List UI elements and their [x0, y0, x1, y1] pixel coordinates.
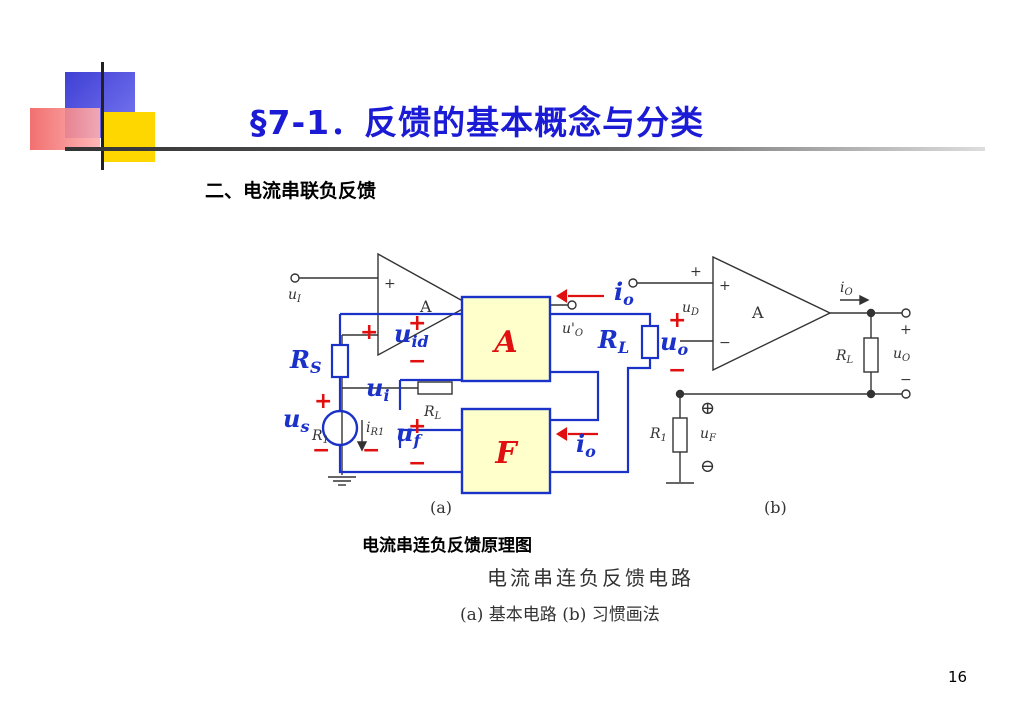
block-a [460, 295, 552, 383]
scan-a-input-terminal [290, 273, 300, 283]
voltage-source [321, 409, 359, 447]
rs-resistor [330, 343, 350, 379]
io-arrows [555, 289, 604, 441]
wire-rl-bottom [550, 358, 652, 474]
scan-a-ir1: iR1 [366, 420, 384, 438]
scan-a-rl: RL [423, 404, 442, 422]
io-top-arrowhead [555, 289, 568, 303]
scan-a-opamp-label: A [419, 297, 432, 316]
block-a-label: A [491, 325, 517, 360]
scan-b-opamp-label: A [751, 303, 764, 322]
minus-source: − [362, 438, 380, 463]
scan-b-out-terminal-top [901, 308, 911, 318]
scan-a-r1: R1 [311, 428, 329, 446]
io-bottom-arrowhead [555, 427, 568, 441]
scan-b-schematic [628, 255, 911, 484]
section-subtitle: 二、电流串联负反馈 [205, 180, 377, 202]
page-title: §7-1．反馈的基本概念与分类 [250, 103, 705, 142]
minus-ui: − [312, 438, 330, 463]
title-underline [65, 147, 985, 151]
scan-b-uo: uO [893, 346, 910, 364]
label-io-bottom: io [576, 429, 596, 461]
scan-b-out-terminal-bottom [901, 389, 911, 399]
scan-a-schematic [290, 252, 577, 486]
minus-uo: − [668, 358, 686, 383]
overlay-labels: uid ui uf us RS RL uo io io [283, 277, 688, 461]
scan-b-r1: R1 [649, 426, 667, 444]
scan-b-plus-terminal [628, 278, 638, 288]
plus-uo: + [668, 308, 686, 333]
scan-b-plus-out: + [900, 322, 912, 338]
scan-b-io-arrowhead [859, 294, 870, 306]
scan-b-plus-inside: + [719, 278, 731, 294]
scan-b-rl-resistor [863, 337, 879, 373]
scan-a-ir1-arrowhead [356, 441, 368, 452]
scan-b-minus-out: − [900, 372, 912, 388]
overlay-wires [338, 312, 652, 474]
scan-b-opamp [712, 255, 832, 372]
scan-b-io: iO [840, 280, 853, 298]
scan-b-minus-circle: ⊖ [700, 456, 715, 477]
scan-a-ui: uI [288, 287, 302, 305]
scan-b-labels: + + − A uD iO RL + uO − R1 uF ⊕ ⊖ [649, 264, 912, 477]
scan-b-caption: (b) [764, 498, 787, 517]
scan-a-output-terminal [567, 300, 577, 310]
scan-a-opamp [377, 252, 472, 357]
decor-yellow-square [103, 112, 155, 162]
label-rs: RS [289, 345, 322, 377]
page-number: 16 [948, 668, 968, 686]
plus-ui: + [314, 389, 332, 414]
scan-b-plus-input: + [690, 264, 702, 280]
polarity-signs: + + − + − + − − + − [312, 308, 686, 476]
diagram-caption: 电流串连负反馈原理图 [362, 536, 532, 556]
minus-uid: − [408, 349, 426, 374]
scan-a-uo-prime: u'O [562, 321, 583, 339]
scan-b-rl: RL [835, 348, 854, 366]
scan-b-uf: uF [700, 426, 717, 444]
scan-caption-subtitle: (a) 基本电路 (b) 习惯画法 [460, 605, 660, 625]
scan-a-rl-resistor [417, 381, 453, 395]
label-uid: uid [394, 319, 429, 351]
label-uf: uf [396, 418, 423, 450]
plus-rs: + [360, 320, 378, 345]
label-io-top: io [614, 277, 634, 309]
plus-uf: + [408, 414, 426, 439]
decor-red-square [30, 108, 100, 150]
scan-b-node-bottom [866, 389, 876, 399]
scan-a-plus: + [384, 276, 396, 292]
label-ui: ui [366, 373, 390, 405]
scan-b-minus-inside: − [719, 335, 731, 351]
rl-resistor [640, 324, 660, 360]
wire-f-left [398, 428, 462, 448]
scan-a-labels: uI + A u'O iR1 RL R1 [288, 276, 583, 446]
minus-uf: − [408, 451, 426, 476]
scan-b-ud: uD [682, 300, 699, 318]
label-rl: RL [597, 325, 629, 357]
block-f-label: F [494, 436, 519, 471]
wire-f-left-bottom [338, 446, 462, 474]
label-uo: uo [660, 327, 688, 359]
block-f [460, 407, 552, 495]
scan-b-plus-circle: ⊕ [700, 398, 715, 419]
decor-vertical-line [101, 62, 104, 170]
scan-caption-title: 电流串连负反馈电路 [487, 566, 694, 590]
scan-b-r1-resistor [672, 417, 688, 453]
wire-a-right-top [550, 312, 652, 326]
scan-a-caption: (a) [430, 498, 452, 517]
plus-uid: + [408, 311, 426, 336]
label-us: us [283, 404, 309, 436]
wire-a-output-f [550, 370, 600, 422]
